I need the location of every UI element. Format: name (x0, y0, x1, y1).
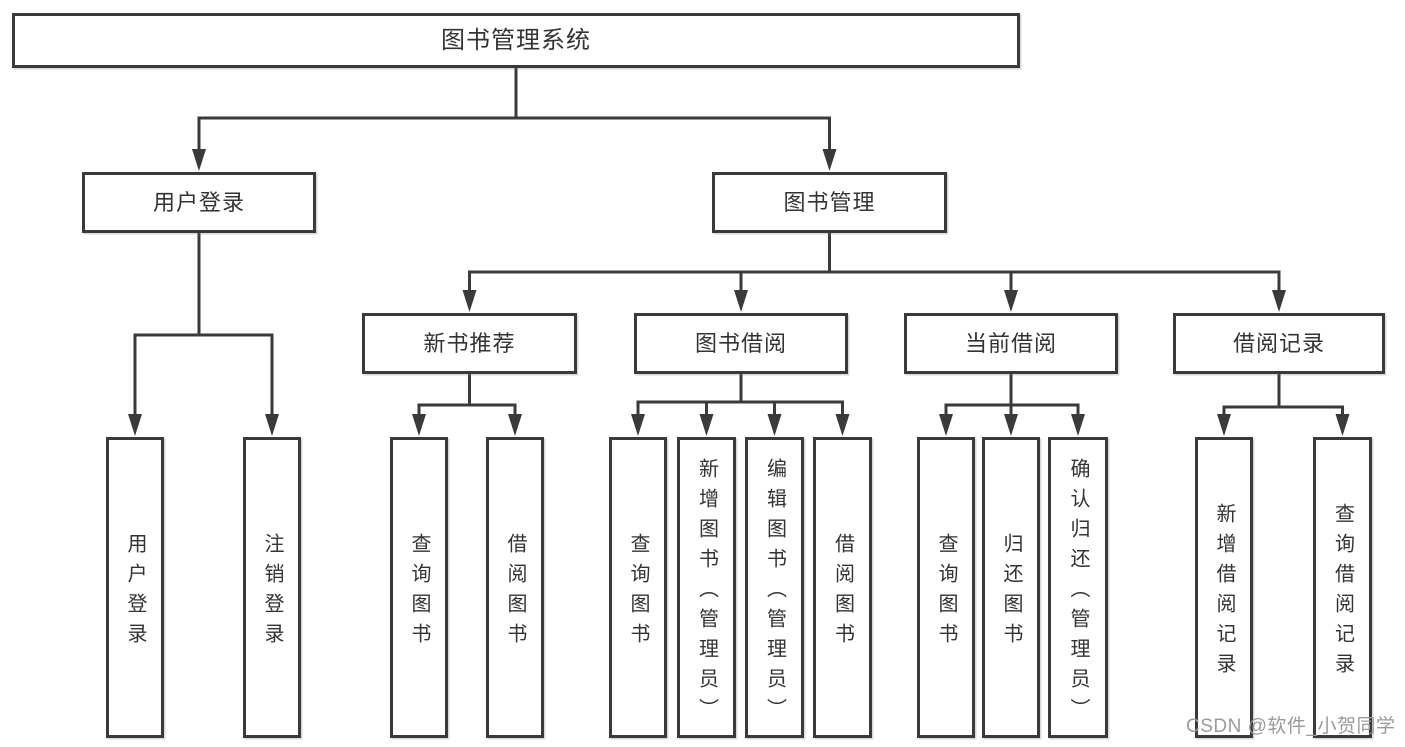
node-book-mgmt-label: 图书管理 (783, 189, 876, 215)
leaf-borrow-book-1-label: 借阅图书 (504, 532, 526, 653)
watermark: CSDN @软件_小贺同学 (1186, 716, 1396, 737)
leaf-add-borrow-record-label: 新增借阅记录 (1213, 502, 1235, 683)
leaf-edit-book-label: 编辑图书（管理员） (763, 457, 786, 728)
node-new-book-rec: 新书推荐 (362, 313, 577, 374)
leaf-return-book: 归还图书 (982, 437, 1040, 738)
node-book-borrow-label: 图书借阅 (694, 330, 787, 356)
leaf-logout-label: 注销登录 (261, 532, 283, 653)
leaf-confirm-return-label: 确认归还（管理员） (1067, 457, 1089, 728)
node-new-book-rec-label: 新书推荐 (423, 330, 516, 356)
leaf-query-book-1: 查询图书 (390, 437, 448, 738)
leaf-query-borrow-record: 查询借阅记录 (1313, 437, 1372, 738)
leaf-add-borrow-record: 新增借阅记录 (1195, 437, 1253, 738)
leaf-confirm-return: 确认归还（管理员） (1048, 437, 1108, 738)
leaf-borrow-book-2-label: 借阅图书 (831, 532, 854, 653)
leaf-user-login: 用户登录 (106, 437, 164, 738)
node-borrow-records-label: 借阅记录 (1232, 330, 1325, 356)
leaf-borrow-book-2: 借阅图书 (813, 437, 872, 738)
node-borrow-records: 借阅记录 (1173, 313, 1385, 374)
node-user-login: 用户登录 (82, 172, 316, 233)
leaf-query-book-1-label: 查询图书 (408, 532, 430, 653)
node-user-login-label: 用户登录 (152, 189, 245, 215)
leaf-query-book-2-label: 查询图书 (627, 532, 649, 653)
node-book-mgmt: 图书管理 (712, 172, 947, 233)
leaf-query-book-3-label: 查询图书 (935, 532, 957, 653)
leaf-query-book-3: 查询图书 (917, 437, 975, 738)
node-root-label: 图书管理系统 (441, 26, 591, 54)
node-root: 图书管理系统 (12, 13, 1020, 68)
node-book-borrow: 图书借阅 (634, 313, 848, 374)
node-current-borrow: 当前借阅 (904, 313, 1118, 374)
leaf-return-book-label: 归还图书 (1000, 532, 1022, 653)
node-current-borrow-label: 当前借阅 (964, 330, 1057, 356)
leaf-query-book-2: 查询图书 (609, 437, 667, 738)
leaf-query-borrow-record-label: 查询借阅记录 (1331, 502, 1354, 683)
leaf-user-login-label: 用户登录 (124, 532, 146, 653)
leaf-edit-book: 编辑图书（管理员） (745, 437, 804, 738)
leaf-add-book-label: 新增图书（管理员） (695, 457, 718, 728)
leaf-add-book: 新增图书（管理员） (677, 437, 736, 738)
leaf-logout: 注销登录 (243, 437, 301, 738)
leaf-borrow-book-1: 借阅图书 (486, 437, 544, 738)
